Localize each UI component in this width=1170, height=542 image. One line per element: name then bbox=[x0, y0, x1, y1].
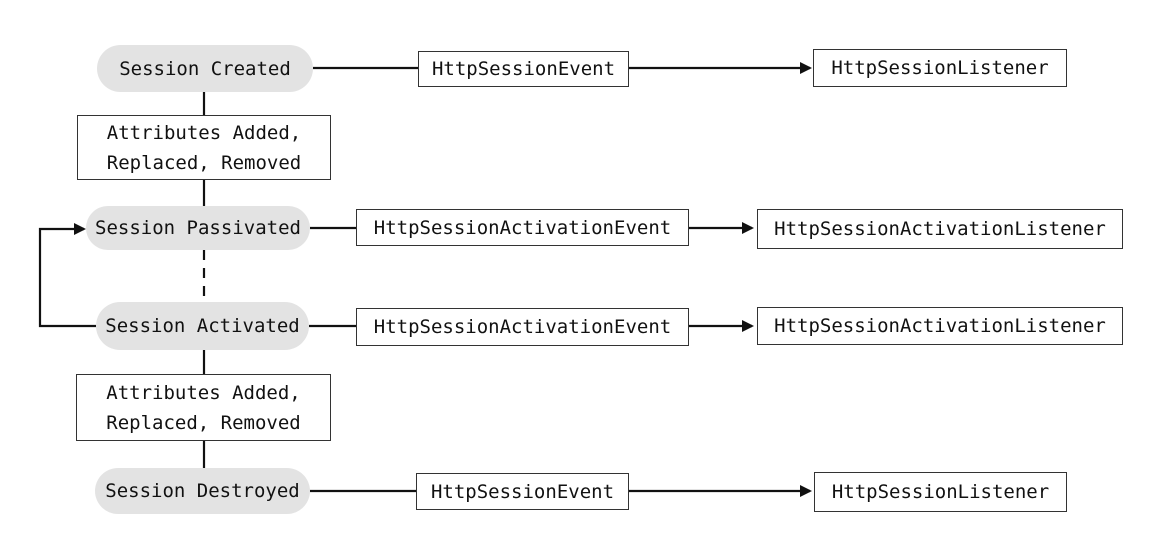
attributes-changed-line-1: Attributes Added, bbox=[106, 121, 302, 144]
listener-box-created: HttpSessionListener bbox=[813, 49, 1067, 87]
attributes-changed-line-1: Attributes Added, bbox=[106, 381, 301, 404]
event-box-passivated: HttpSessionActivationEvent bbox=[356, 209, 689, 246]
attributes-changed-line-2: Replaced, Removed bbox=[106, 151, 302, 174]
listener-box-activated: HttpSessionActivationListener bbox=[757, 307, 1123, 345]
event-box-created: HttpSessionEvent bbox=[418, 51, 629, 87]
attributes-changed-box-upper: Attributes Added, Replaced, Removed bbox=[77, 115, 331, 180]
reactivation-loop-arrow bbox=[38, 223, 96, 328]
state-session-passivated: Session Passivated bbox=[86, 206, 310, 250]
state-session-activated: Session Activated bbox=[96, 302, 309, 350]
attributes-changed-line-2: Replaced, Removed bbox=[106, 411, 301, 434]
listener-box-passivated: HttpSessionActivationListener bbox=[757, 209, 1123, 249]
state-session-destroyed: Session Destroyed bbox=[95, 468, 310, 514]
event-box-destroyed: HttpSessionEvent bbox=[416, 473, 629, 510]
event-box-activated: HttpSessionActivationEvent bbox=[356, 308, 689, 346]
listener-box-destroyed: HttpSessionListener bbox=[814, 472, 1067, 512]
state-session-created: Session Created bbox=[97, 45, 313, 92]
attributes-changed-box-lower: Attributes Added, Replaced, Removed bbox=[76, 374, 331, 441]
